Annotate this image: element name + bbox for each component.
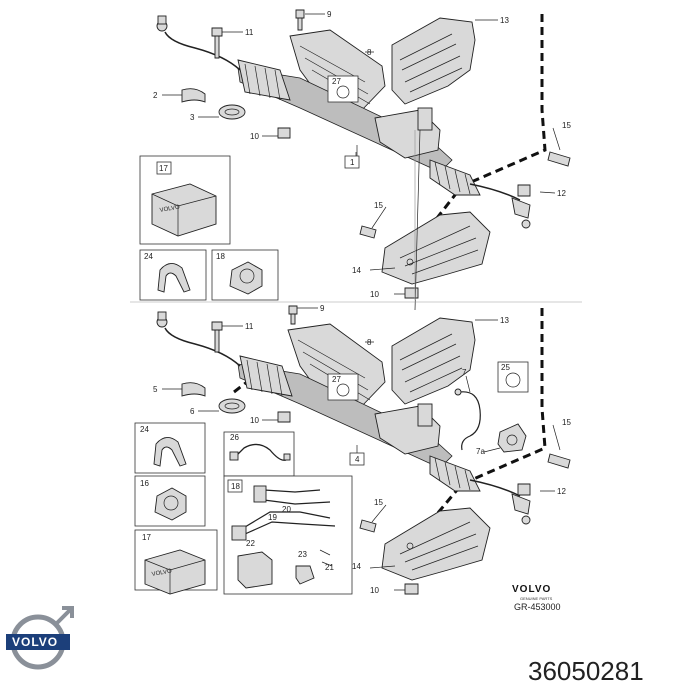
emblem-wordmark: VOLVO <box>12 635 58 649</box>
clamp-5 <box>181 382 206 397</box>
nut-10-bottom-b <box>404 583 419 595</box>
callout-label: 26 <box>230 433 239 442</box>
callout-label: 13 <box>500 16 509 25</box>
bracket-14-b <box>381 507 491 581</box>
callout-label: 23 <box>298 550 307 559</box>
relay-22 <box>237 551 273 589</box>
callout-label: 10 <box>370 290 379 299</box>
bolt-11 <box>211 27 223 59</box>
callout-label: 10 <box>250 132 259 141</box>
callout-label: 17 <box>142 533 151 542</box>
bolt-9-b <box>288 305 298 325</box>
callout-label: 6 <box>190 407 195 416</box>
callout-label: 10 <box>250 416 259 425</box>
part-number: 36050281 <box>528 656 644 686</box>
heat-shield-13 <box>391 17 476 105</box>
bolt-11-b <box>211 321 223 353</box>
callout-label: 1 <box>350 158 355 167</box>
bolt-15-bottom-a <box>547 453 571 469</box>
inset-box-24-top <box>139 249 207 301</box>
svg-text:VOLVO: VOLVO <box>159 204 180 213</box>
clip-23 <box>295 565 315 585</box>
callout-label: 16 <box>140 479 149 488</box>
callout-label: 24 <box>140 425 149 434</box>
callout-label: 7 <box>462 368 467 377</box>
cover-8-b <box>287 323 386 409</box>
callout-label: 15 <box>374 201 383 210</box>
callout-label: 4 <box>355 455 360 464</box>
bolt-15-top-b <box>359 225 377 239</box>
clamp-6 <box>218 398 246 414</box>
callout-label: 3 <box>190 113 195 122</box>
svg-text:VOLVO: VOLVO <box>151 568 172 577</box>
clamp-2 <box>181 88 206 103</box>
top-diagram: VOLVO <box>139 9 571 311</box>
callout-label: 19 <box>268 513 277 522</box>
bracket-14 <box>381 211 491 285</box>
callout-label: 11 <box>245 322 254 331</box>
callout-label: 2 <box>153 91 158 100</box>
sensor-7a <box>497 423 527 453</box>
bolt-15-bottom-b <box>359 519 377 533</box>
callout-label: 18 <box>216 252 225 261</box>
cover-8 <box>289 29 386 113</box>
callout-label: 17 <box>159 164 168 173</box>
callout-label: 25 <box>501 363 510 372</box>
callout-label: 9 <box>320 304 325 313</box>
nut-10-top-b <box>404 287 419 299</box>
callout-label: 8 <box>367 48 372 57</box>
callout-label: 15 <box>562 418 571 427</box>
bolt-9 <box>295 9 305 31</box>
clamp-3 <box>218 104 246 120</box>
nut-10-top-a <box>277 127 291 139</box>
callout-label: 12 <box>557 487 566 496</box>
callout-labels: 9 11 13 8 27 2 3 10 1 15 17 12 24 18 15 … <box>140 10 571 595</box>
callout-label: 21 <box>325 563 334 572</box>
callout-label: 20 <box>282 505 291 514</box>
top-dashed-outline <box>435 14 547 219</box>
callout-label: 8 <box>367 338 372 347</box>
callout-label: 13 <box>500 316 509 325</box>
callout-label: 18 <box>231 482 240 491</box>
bottom-diagram: VOLVO <box>134 305 571 595</box>
genuine-parts-text: GENUINE PARTS <box>520 596 553 601</box>
callout-label: 14 <box>352 266 361 275</box>
callout-label: 9 <box>327 10 332 19</box>
callout-label: 27 <box>332 77 341 86</box>
bottom-dashed-outline <box>435 308 547 515</box>
nut-12-top <box>517 184 531 197</box>
reference-code: GR-453000 <box>514 602 561 612</box>
heat-shield-13-b <box>391 317 476 405</box>
callout-label: 12 <box>557 189 566 198</box>
callout-label: 15 <box>374 498 383 507</box>
callout-label: 27 <box>332 375 341 384</box>
callout-label: 11 <box>245 28 254 37</box>
nut-12-bottom <box>517 483 531 496</box>
callout-label: 5 <box>153 385 158 394</box>
callout-label: 14 <box>352 562 361 571</box>
bolt-15-top-a <box>547 151 571 167</box>
callout-label: 10 <box>370 586 379 595</box>
volvo-emblem: VOLVO <box>6 606 74 670</box>
nut-10-bottom-a <box>277 411 291 423</box>
volvo-wordmark: VOLVO <box>512 584 551 595</box>
reference-block: VOLVO GENUINE PARTS GR-453000 <box>512 584 561 612</box>
callout-label: 15 <box>562 121 571 130</box>
callout-label: 22 <box>246 539 255 548</box>
callout-label: 24 <box>144 252 153 261</box>
callout-label: 7a <box>476 447 485 456</box>
